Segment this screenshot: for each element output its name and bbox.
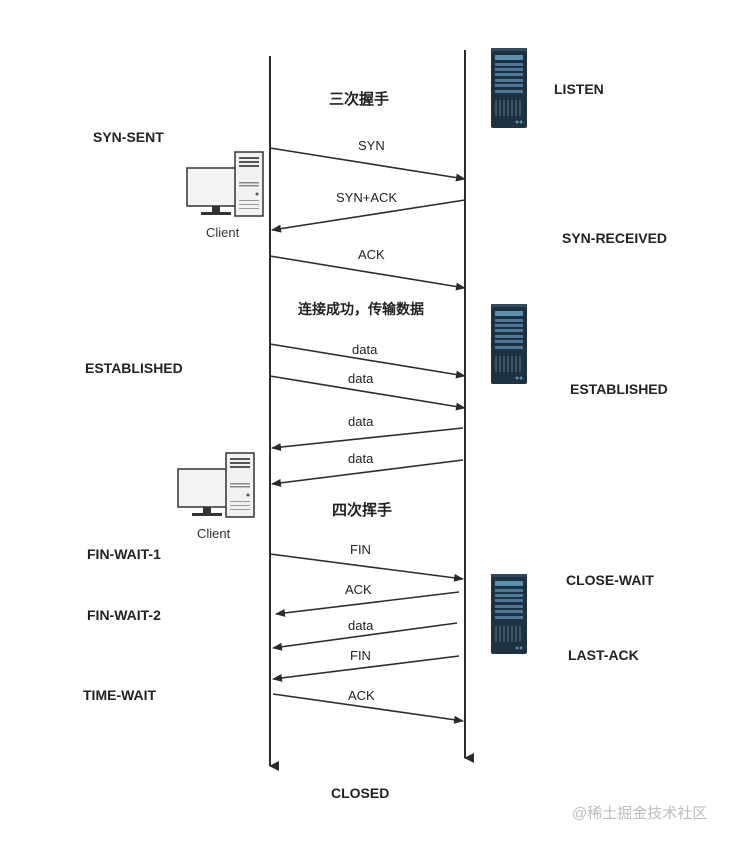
final-state-label: CLOSED — [331, 785, 389, 801]
client-state-label: SYN-SENT — [93, 129, 164, 145]
message-arrow — [269, 255, 466, 291]
message-arrow — [272, 693, 464, 724]
client-state-label: FIN-WAIT-2 — [87, 607, 161, 623]
message-arrow — [272, 622, 458, 651]
server-icon — [491, 574, 527, 654]
section-title-handshake: 三次握手 — [329, 90, 389, 108]
server-state-label: CLOSE-WAIT — [566, 572, 654, 588]
message-label: FIN — [350, 648, 371, 663]
client-state-label: ESTABLISHED — [85, 360, 183, 376]
message-label: data — [348, 414, 374, 429]
message-arrow — [275, 591, 460, 617]
message-label: data — [348, 371, 374, 386]
message-label: ACK — [358, 247, 385, 262]
client-state-label: TIME-WAIT — [83, 687, 157, 703]
message-label: ACK — [345, 582, 372, 597]
message-arrow — [269, 375, 466, 411]
message-label: FIN — [350, 542, 371, 557]
client-icon — [177, 452, 255, 518]
message-label: ACK — [348, 688, 375, 703]
server-state-label: LISTEN — [554, 81, 604, 97]
message-label: data — [352, 342, 378, 357]
section-title-transfer: 连接成功，传输数据 — [298, 301, 424, 317]
message-arrow — [269, 147, 466, 182]
message-arrow — [271, 199, 466, 233]
server-state-label: SYN-RECEIVED — [562, 230, 667, 246]
server-icon — [491, 48, 527, 128]
client-caption: Client — [197, 526, 231, 541]
message-label: SYN+ACK — [336, 190, 397, 205]
message-arrow — [269, 343, 466, 379]
client-icon — [186, 151, 264, 217]
message-arrow — [271, 427, 464, 452]
message-arrow — [272, 655, 460, 682]
message-label: data — [348, 451, 374, 466]
client-state-label: FIN-WAIT-1 — [87, 546, 161, 562]
section-title-teardown: 四次挥手 — [332, 501, 392, 519]
message-arrow — [271, 459, 464, 487]
watermark-text: @稀土掘金技术社区 — [572, 805, 707, 822]
message-label: SYN — [358, 138, 385, 153]
server-icon — [491, 304, 527, 384]
client-caption: Client — [206, 225, 240, 240]
message-label: data — [348, 618, 374, 633]
message-arrow — [269, 553, 464, 582]
server-state-label: ESTABLISHED — [570, 381, 668, 397]
server-state-label: LAST-ACK — [568, 647, 639, 663]
